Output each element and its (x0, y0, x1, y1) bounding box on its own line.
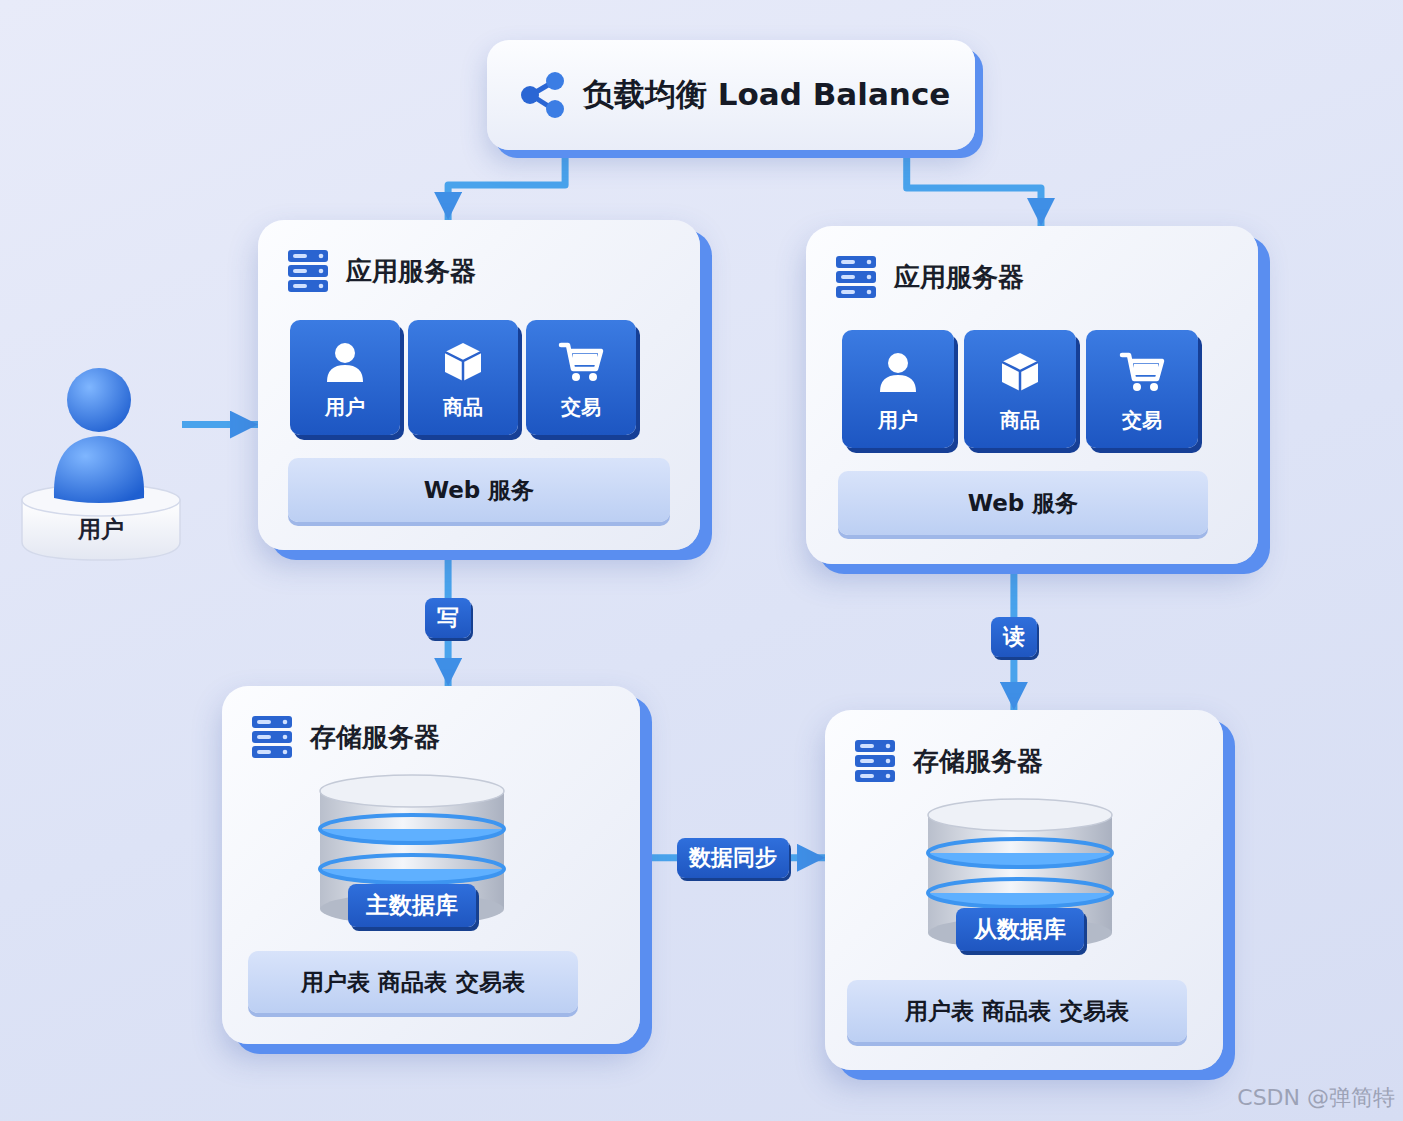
card-text: 存储服务器 (310, 720, 440, 755)
tables-band: 用户表 商品表 交易表 (847, 980, 1187, 1042)
app-server-card: 应用服务器用户 商品 交易 Web 服务 (806, 226, 1258, 564)
band-text: Web 服务 (968, 488, 1079, 519)
module-tile: 用户 (842, 330, 954, 448)
user-pedestal: 用户 (20, 362, 182, 562)
tile-text: 用户 (878, 407, 918, 434)
lb-text: 负载均衡 Load Balance (583, 74, 950, 116)
web-service-band: Web 服务 (288, 458, 670, 522)
tile-text: 用户 (325, 394, 365, 421)
card-text: 应用服务器 (894, 260, 1024, 295)
connector-arrow (448, 150, 565, 220)
tables-text: 用户表 商品表 交易表 (905, 996, 1128, 1027)
card-text: 存储服务器 (913, 744, 1043, 779)
module-tile: 交易 (526, 320, 636, 435)
edge-label-badge: 写 (425, 598, 471, 638)
server-icon (834, 254, 878, 300)
cube-icon (441, 340, 485, 384)
edge-label-badge: 数据同步 (677, 838, 789, 878)
watermark: CSDN @弹简特 (1237, 1083, 1395, 1113)
module-tile: 交易 (1086, 330, 1198, 448)
tile-text: 交易 (1122, 407, 1162, 434)
tile-text: 商品 (443, 394, 483, 421)
band-text: Web 服务 (424, 475, 535, 506)
card-text: 应用服务器 (346, 254, 476, 289)
module-tile: 用户 (290, 320, 400, 435)
connector-arrow (907, 150, 1041, 226)
cart-icon (1119, 350, 1165, 394)
share-icon (517, 69, 569, 121)
app-server-card: 应用服务器用户 商品 交易 Web 服务 (258, 220, 700, 550)
module-tile: 商品 (408, 320, 518, 435)
module-tile: 商品 (964, 330, 1076, 448)
web-service-band: Web 服务 (838, 471, 1208, 535)
db-text: 主数据库 (348, 884, 476, 927)
database-node: 主数据库 (312, 771, 512, 931)
cube-icon (998, 350, 1042, 394)
storage-server-card: 存储服务器从数据库用户表 商品表 交易表 (825, 710, 1223, 1070)
database-node: 从数据库 (920, 795, 1120, 955)
tables-text: 用户表 商品表 交易表 (301, 967, 524, 998)
storage-server-card: 存储服务器主数据库用户表 商品表 交易表 (222, 686, 640, 1044)
connector-arrow (182, 421, 258, 428)
cart-icon (558, 340, 604, 384)
tile-text: 商品 (1000, 407, 1040, 434)
tile-text: 交易 (561, 394, 601, 421)
person-icon (876, 350, 920, 394)
server-icon (250, 714, 294, 760)
edge-label-badge: 读 (991, 617, 1037, 657)
tables-band: 用户表 商品表 交易表 (248, 951, 578, 1013)
user-text: 用户 (78, 514, 124, 545)
server-icon (286, 248, 330, 294)
load-balancer-box: 负载均衡 Load Balance (487, 40, 975, 150)
db-text: 从数据库 (956, 908, 1084, 951)
person-icon (323, 340, 367, 384)
server-icon (853, 738, 897, 784)
